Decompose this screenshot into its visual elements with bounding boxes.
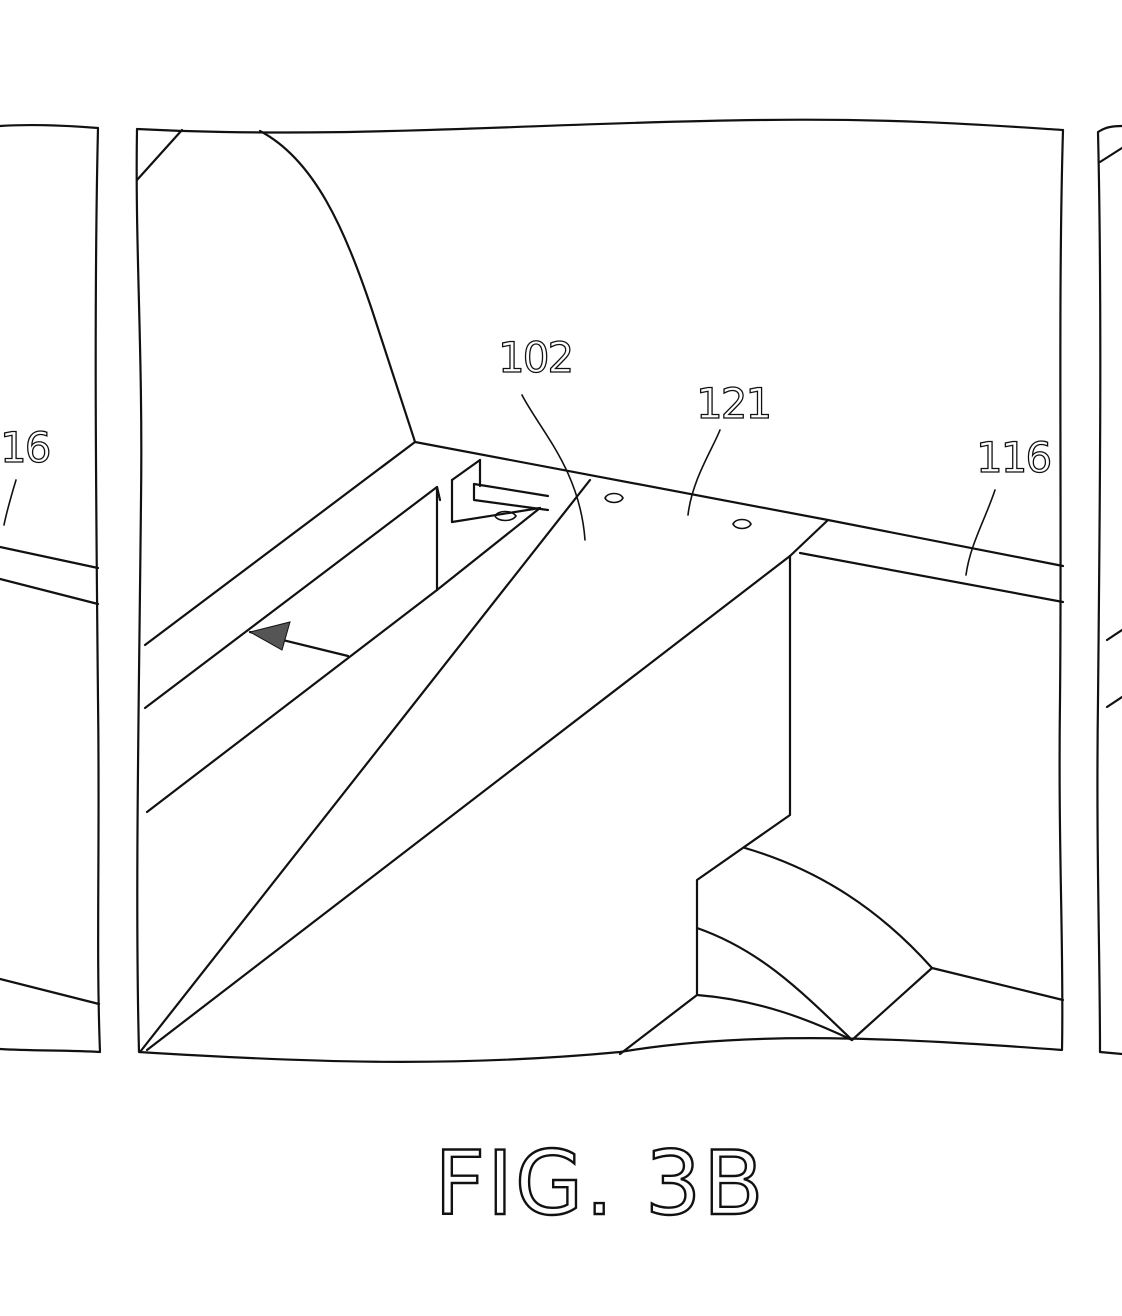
label-16-partial: 16: [0, 423, 50, 472]
label-116: 116: [976, 433, 1050, 482]
center-panel: [137, 120, 1063, 1062]
mount-hole-2: [733, 520, 751, 529]
mount-hole-1: [605, 494, 623, 503]
leader-lines: [4, 395, 995, 575]
center-panel-frame: [137, 120, 1063, 1062]
figure-caption: FIG. 3B: [434, 1132, 765, 1235]
label-121: 121: [696, 379, 770, 428]
arrow-head-icon: [250, 622, 290, 650]
leader-16-partial: [4, 480, 16, 525]
leader-116: [966, 490, 995, 575]
leader-121: [688, 430, 720, 515]
left-partial-panel: [0, 125, 100, 1052]
reference-labels: 16 102 121 116: [0, 333, 1050, 482]
right-partial-panel: [1097, 126, 1122, 1054]
label-102: 102: [498, 333, 572, 382]
